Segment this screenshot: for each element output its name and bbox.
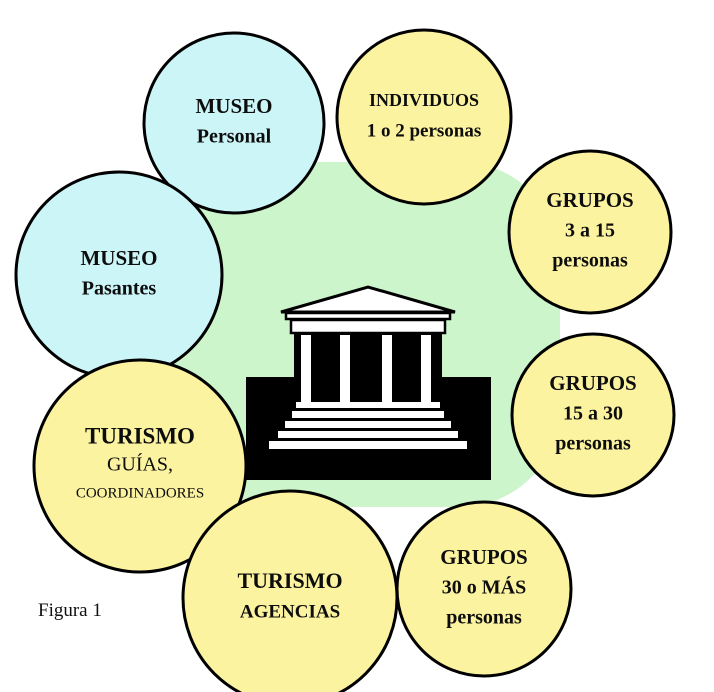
circle-turismo-agencias: TURISMO AGENCIAS bbox=[181, 489, 399, 692]
circle-museo-personal: MUSEO Personal bbox=[142, 31, 326, 215]
grupos-15-30-label-1: GRUPOS bbox=[549, 371, 637, 395]
turismo-agencias-label-2: AGENCIAS bbox=[240, 601, 340, 622]
circle-turismo-guias: TURISMO GUÍAS, COORDINADORES bbox=[32, 358, 248, 574]
circle-individuos: INDIVIDUOS 1 o 2 personas bbox=[335, 28, 513, 206]
museo-pasantes-label-1: MUSEO bbox=[80, 246, 157, 270]
museo-personal-label-2: Personal bbox=[197, 126, 272, 148]
turismo-agencias-label-1: TURISMO bbox=[237, 568, 342, 593]
turismo-guias-label-2: GUÍAS, bbox=[107, 453, 173, 476]
museo-pasantes-label-2: Pasantes bbox=[82, 278, 157, 300]
grupos-15-30-label-3: personas bbox=[555, 433, 631, 455]
grupos-3-15-label-2: 3 a 15 bbox=[565, 220, 615, 242]
turismo-guias-label-3: COORDINADORES bbox=[76, 485, 204, 501]
grupos-3-15-label-1: GRUPOS bbox=[546, 188, 634, 212]
museo-pasantes-circle-shape bbox=[14, 170, 224, 380]
figure-caption: Figura 1 bbox=[38, 600, 102, 621]
circle-grupos-15-30: GRUPOS 15 a 30 personas bbox=[510, 332, 676, 498]
grupos-30-mas-label-2: 30 o MÁS bbox=[442, 576, 526, 599]
circle-grupos-30-mas: GRUPOS 30 o MÁS personas bbox=[395, 500, 573, 678]
grupos-15-30-circle-shape bbox=[510, 332, 676, 498]
museo-personal-circle-shape bbox=[142, 31, 326, 215]
grupos-3-15-label-3: personas bbox=[552, 250, 628, 272]
circle-grupos-3-15: GRUPOS 3 a 15 personas bbox=[507, 149, 673, 315]
individuos-label-2: 1 o 2 personas bbox=[367, 120, 482, 141]
grupos-30-mas-label-1: GRUPOS bbox=[440, 545, 528, 569]
individuos-circle-shape bbox=[335, 28, 513, 206]
grupos-3-15-circle-shape bbox=[507, 149, 673, 315]
grupos-15-30-label-2: 15 a 30 bbox=[563, 403, 623, 425]
museo-personal-label-1: MUSEO bbox=[195, 94, 272, 118]
museum-building-icon bbox=[246, 285, 491, 480]
turismo-agencias-circle-shape bbox=[181, 489, 399, 692]
turismo-guias-label-1: TURISMO bbox=[85, 423, 195, 448]
individuos-label-1: INDIVIDUOS bbox=[369, 90, 479, 110]
turismo-guias-circle-shape bbox=[32, 358, 248, 574]
grupos-30-mas-label-3: personas bbox=[446, 607, 522, 629]
circle-museo-pasantes: MUSEO Pasantes bbox=[14, 170, 224, 380]
